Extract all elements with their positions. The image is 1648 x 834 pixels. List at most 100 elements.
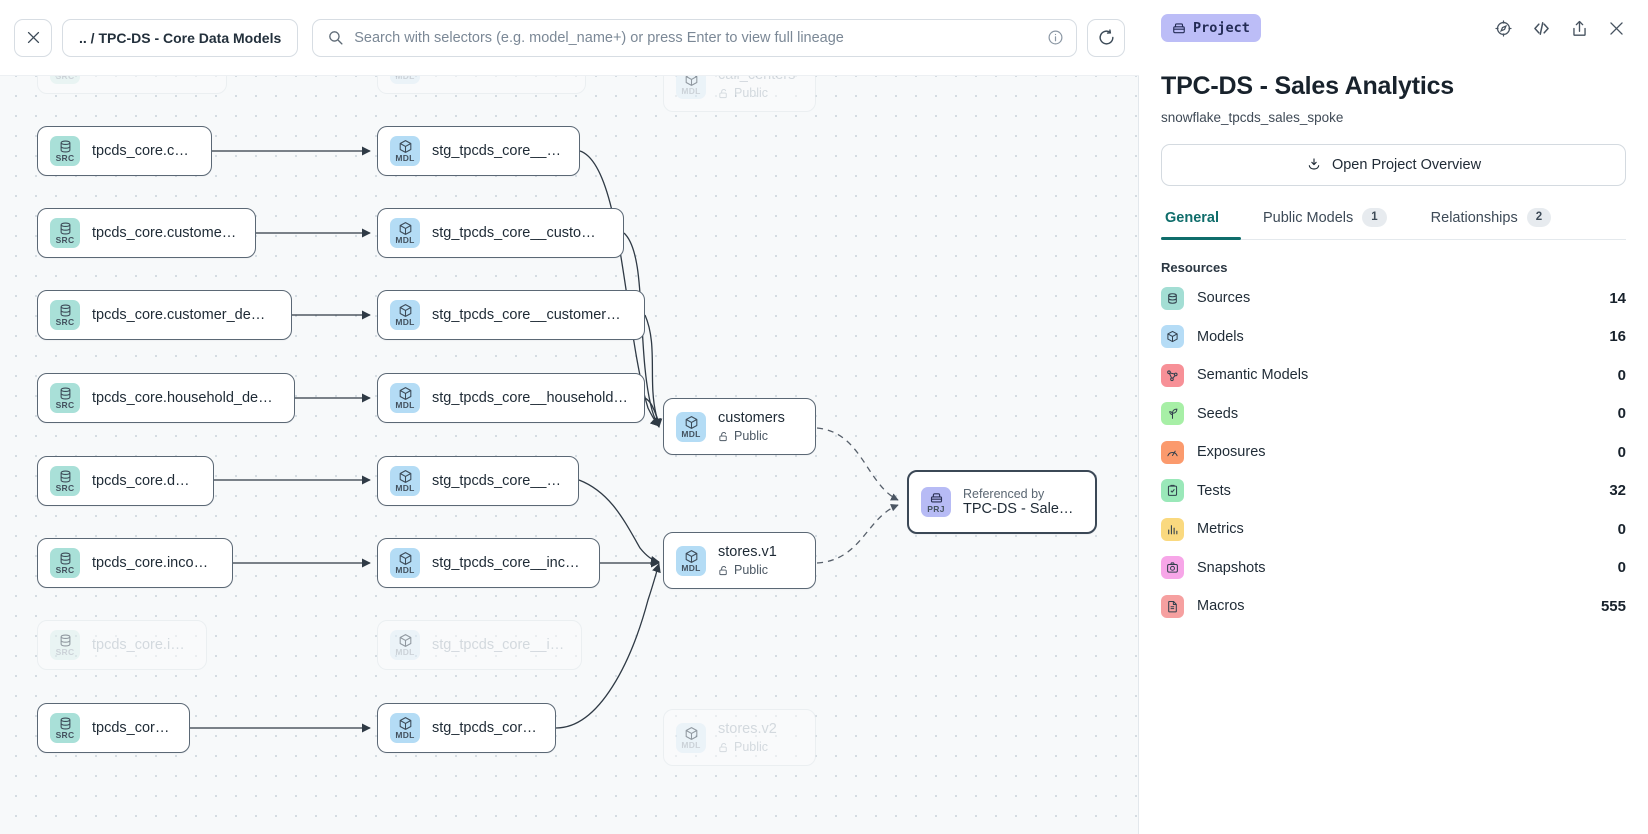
node-title: stg_tpcds_core__customer_demogra… (432, 307, 628, 323)
prj-badge-icon: PRJ (921, 487, 951, 517)
lineage-node-mdl_stg_hh_demo[interactable]: MDLstg_tpcds_core__household_demogr… (377, 373, 645, 423)
share-icon (1573, 20, 1586, 36)
resource-count: 555 (1600, 597, 1626, 615)
breadcrumb[interactable]: .. / TPC-DS - Core Data Models (62, 18, 299, 57)
mdl-badge-icon: MDL (676, 545, 706, 576)
tab-count-badge: 1 (1362, 208, 1387, 227)
node-title: stg_tpcds_core__inventory (432, 637, 565, 653)
project-identifier: snowflake_tpcds_sales_spoke (1161, 110, 1344, 125)
mdl-badge-icon: MDL (676, 411, 706, 442)
close-lineage-button[interactable] (14, 18, 52, 57)
lineage-node-src_inventory[interactable]: SRC tpcds_core.inventory (37, 620, 207, 670)
resource-count: 0 (1617, 520, 1626, 538)
node-title: stg_tpcds_core__date_dim (432, 473, 562, 489)
lineage-node-mdl_stg_inventory[interactable]: MDL stg_tpcds_core__inventory (377, 620, 582, 670)
resource-name: Models (1197, 328, 1244, 345)
close-panel-button[interactable] (1607, 19, 1626, 38)
close-icon (1610, 21, 1623, 35)
node-title: tpcds_core.customer_address (92, 225, 239, 241)
lineage-toolbar: .. / TPC-DS - Core Data Models (0, 0, 1139, 76)
tab-public-models[interactable]: Public Models 1 (1241, 208, 1409, 239)
tab-count-badge: 2 (1526, 208, 1552, 227)
refresh-button[interactable] (1087, 18, 1125, 57)
resource-name: Semantic Models (1197, 367, 1309, 384)
lock-open-icon (719, 88, 727, 98)
node-title: stg_tpcds_core__household_demogr… (432, 390, 628, 406)
mdl-badge-icon: MDL (390, 136, 420, 166)
resource-count: 0 (1617, 559, 1626, 577)
resource-count: 0 (1617, 405, 1626, 423)
lock-open-icon (719, 431, 727, 441)
node-title: tpcds_core.store (92, 720, 173, 736)
node-access-badge: Public (718, 429, 785, 443)
lineage-node-mdl_stg_date_dim[interactable]: MDL stg_tpcds_core__date_dim (377, 456, 579, 506)
lineage-node-mdl_stg_cust_demo[interactable]: MDLstg_tpcds_core__customer_demogra… (377, 290, 645, 340)
open-project-overview-button[interactable]: Open Project Overview (1161, 144, 1626, 186)
node-title: stg_tpcds_core__store (432, 720, 539, 736)
resource-row-semantic-models[interactable]: Semantic Models 0 (1161, 360, 1626, 391)
resource-name: Seeds (1197, 405, 1239, 422)
resource-row-models[interactable]: Models 16 (1161, 322, 1626, 353)
node-title: tpcds_core.inventory (92, 637, 190, 653)
search-info-button[interactable] (1047, 29, 1064, 46)
node-title: TPC-DS - Sales Analytics (963, 501, 1079, 517)
lineage-node-mdl_stg_customer[interactable]: MDL stg_tpcds_core__customer (377, 126, 580, 176)
src-badge-icon: SRC (50, 466, 80, 496)
node-title: stores.v2 (718, 721, 777, 737)
tab-general[interactable]: General (1161, 208, 1241, 240)
lock-open-icon (719, 565, 727, 575)
panel-header: Project (1161, 0, 1626, 56)
resource-type-chip-label: Project (1193, 20, 1250, 36)
overview-target-icon (1308, 158, 1320, 170)
camera-icon (1161, 556, 1184, 580)
resource-row-seeds[interactable]: Seeds 0 (1161, 399, 1626, 430)
mdl-badge-icon: MDL (390, 466, 420, 496)
search-box[interactable] (312, 18, 1077, 57)
resource-count: 0 (1617, 366, 1626, 384)
search-input[interactable] (354, 29, 1037, 46)
lineage-canvas[interactable]: SRCtpcds_core.call_centerSRCtpcds_core.c… (0, 0, 1139, 834)
clipboard-check-icon (1161, 479, 1184, 503)
node-access-badge: Public (718, 740, 777, 754)
resource-row-macros[interactable]: Macros 555 (1161, 591, 1626, 622)
mdl-badge-icon: MDL (390, 218, 420, 248)
graph-nodes-icon (1161, 363, 1184, 387)
node-title: stg_tpcds_core__customer (432, 143, 563, 159)
explore-button[interactable] (1494, 19, 1513, 38)
resource-count: 14 (1609, 289, 1626, 307)
mdl-badge-icon: MDL (390, 630, 420, 660)
code-button[interactable] (1531, 18, 1552, 39)
bar-chart-icon (1161, 517, 1184, 541)
document-icon (1161, 594, 1184, 618)
resource-name: Macros (1197, 598, 1245, 615)
resource-count: 0 (1617, 443, 1626, 461)
src-badge-icon: SRC (50, 383, 80, 413)
tab-label: Public Models (1263, 209, 1354, 226)
share-button[interactable] (1570, 19, 1589, 38)
node-title: tpcds_core.income_band (92, 555, 216, 571)
src-badge-icon: SRC (50, 630, 80, 660)
resource-count: 16 (1609, 328, 1626, 346)
